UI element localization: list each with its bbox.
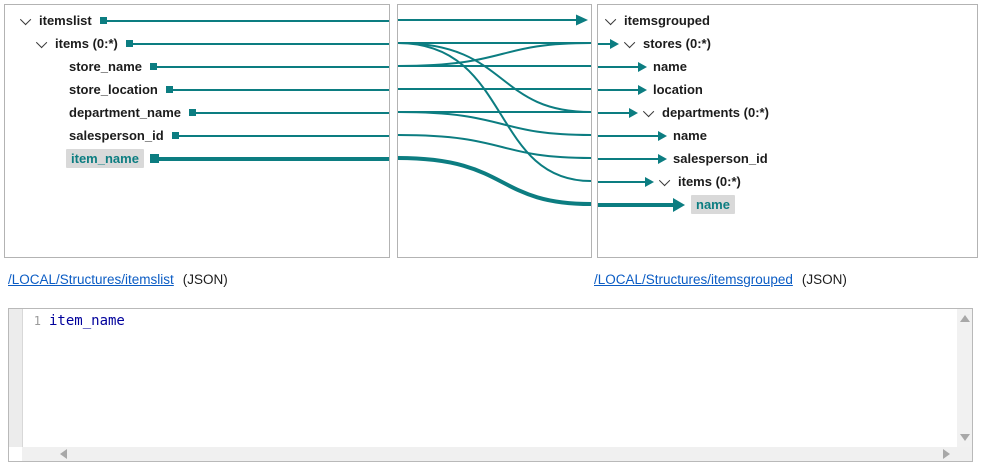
mapping-line (598, 134, 658, 137)
node-label: itemslist (39, 13, 92, 28)
connector-square-icon[interactable] (125, 40, 133, 47)
source-node-store-name[interactable]: store_name (5, 55, 389, 78)
source-node-store-location[interactable]: store_location (5, 78, 389, 101)
mapping-arrow-icon (638, 84, 647, 95)
mapping-arrow-icon (638, 61, 647, 72)
chevron-down-icon[interactable] (35, 36, 48, 48)
map-line-salespersonid-salespersonid (397, 134, 592, 159)
connector-square-icon[interactable] (171, 132, 179, 139)
node-label: department_name (69, 105, 181, 120)
source-node-salesperson-id[interactable]: salesperson_id (5, 124, 389, 147)
node-label: itemsgrouped (624, 13, 710, 28)
map-line-items-items (397, 42, 592, 182)
target-format-label: (JSON) (801, 272, 847, 287)
source-node-items[interactable]: items (0:*) (5, 32, 389, 55)
node-label: store_location (69, 82, 158, 97)
source-node-department-name[interactable]: department_name (5, 101, 389, 124)
connector-square-icon[interactable] (149, 154, 159, 163)
mapping-line (598, 111, 629, 114)
map-line-items-departments (397, 42, 592, 113)
source-format-label: (JSON) (182, 272, 228, 287)
mapping-lines-svg (397, 14, 592, 206)
node-label: location (653, 82, 703, 97)
node-label: name (673, 128, 707, 143)
line-number-gutter: 1 (23, 309, 45, 447)
mapping-line (106, 19, 389, 22)
mapping-line (598, 65, 638, 68)
source-structure-link[interactable]: /LOCAL/Structures/itemslist (8, 272, 174, 287)
editor-ruler (9, 309, 23, 447)
mapping-arrow-icon (658, 153, 667, 164)
map-line-departmentname-name (397, 111, 592, 136)
chevron-down-icon[interactable] (604, 13, 617, 25)
target-node-items[interactable]: items (0:*) (598, 170, 977, 193)
scroll-right-icon[interactable] (943, 449, 950, 459)
mapping-line (598, 42, 610, 45)
source-node-itemslist[interactable]: itemslist (5, 9, 389, 32)
node-label: items (0:*) (678, 174, 741, 189)
node-label: items (0:*) (55, 36, 118, 51)
target-structure-link[interactable]: /LOCAL/Structures/itemsgrouped (594, 272, 793, 287)
source-tree-panel: itemslist items (0:*) store_name store_l… (4, 4, 390, 258)
chevron-down-icon[interactable] (19, 13, 32, 25)
map-line-itemname-name-selected (397, 156, 592, 206)
target-node-stores[interactable]: stores (0:*) (598, 32, 977, 55)
target-tree-panel: itemsgrouped stores (0:*) name location (597, 4, 978, 258)
expression-code-area[interactable]: item_name (49, 313, 125, 329)
mapping-line (156, 65, 389, 68)
target-node-items-name[interactable]: name (598, 193, 977, 216)
expression-editor: 1 item_name (8, 308, 973, 462)
mapping-line (598, 180, 645, 183)
node-label: stores (0:*) (643, 36, 711, 51)
mapping-canvas[interactable] (397, 4, 592, 258)
scroll-down-icon[interactable] (959, 434, 970, 441)
connector-square-icon[interactable] (149, 63, 157, 70)
connector-square-icon[interactable] (165, 86, 173, 93)
mapping-line (598, 157, 658, 160)
horizontal-scrollbar[interactable] (22, 447, 972, 461)
arrowhead-icon (576, 14, 588, 26)
node-label: salesperson_id (673, 151, 768, 166)
scroll-up-icon[interactable] (959, 315, 970, 322)
mapping-line-selected (598, 202, 673, 207)
mapping-line (132, 42, 389, 45)
mapping-line (598, 88, 638, 91)
target-node-departments-name[interactable]: name (598, 124, 977, 147)
scroll-left-icon[interactable] (60, 449, 67, 459)
node-label: departments (0:*) (662, 105, 769, 120)
source-node-item-name[interactable]: item_name (5, 147, 389, 170)
node-label: store_name (69, 59, 142, 74)
mapping-arrow-icon (658, 130, 667, 141)
mapping-arrow-icon (673, 197, 685, 212)
connector-square-icon[interactable] (188, 109, 196, 116)
target-node-itemsgrouped[interactable]: itemsgrouped (598, 9, 977, 32)
target-node-stores-location[interactable]: location (598, 78, 977, 101)
chevron-down-icon[interactable] (623, 36, 636, 48)
mapping-arrow-icon (610, 38, 619, 49)
target-node-departments[interactable]: departments (0:*) (598, 101, 977, 124)
chevron-down-icon[interactable] (658, 174, 671, 186)
vertical-scrollbar[interactable] (957, 309, 972, 447)
mapping-arrow-icon (629, 107, 638, 118)
mapping-line (195, 111, 389, 114)
target-node-salesperson-id[interactable]: salesperson_id (598, 147, 977, 170)
structure-links-row: /LOCAL/Structures/itemslist (JSON) /LOCAL… (0, 272, 981, 290)
node-label: name (653, 59, 687, 74)
mapping-line (172, 88, 389, 91)
mapping-arrow-icon (645, 176, 654, 187)
mapping-line (178, 134, 389, 137)
node-label-selected: item_name (66, 149, 144, 168)
mapping-line-selected (158, 156, 389, 161)
line-number: 1 (33, 314, 41, 328)
chevron-down-icon[interactable] (642, 105, 655, 117)
node-label: salesperson_id (69, 128, 164, 143)
target-node-stores-name[interactable]: name (598, 55, 977, 78)
map-line-storename-stores (397, 42, 592, 67)
connector-square-icon[interactable] (99, 17, 107, 24)
node-label-selected: name (691, 195, 735, 214)
